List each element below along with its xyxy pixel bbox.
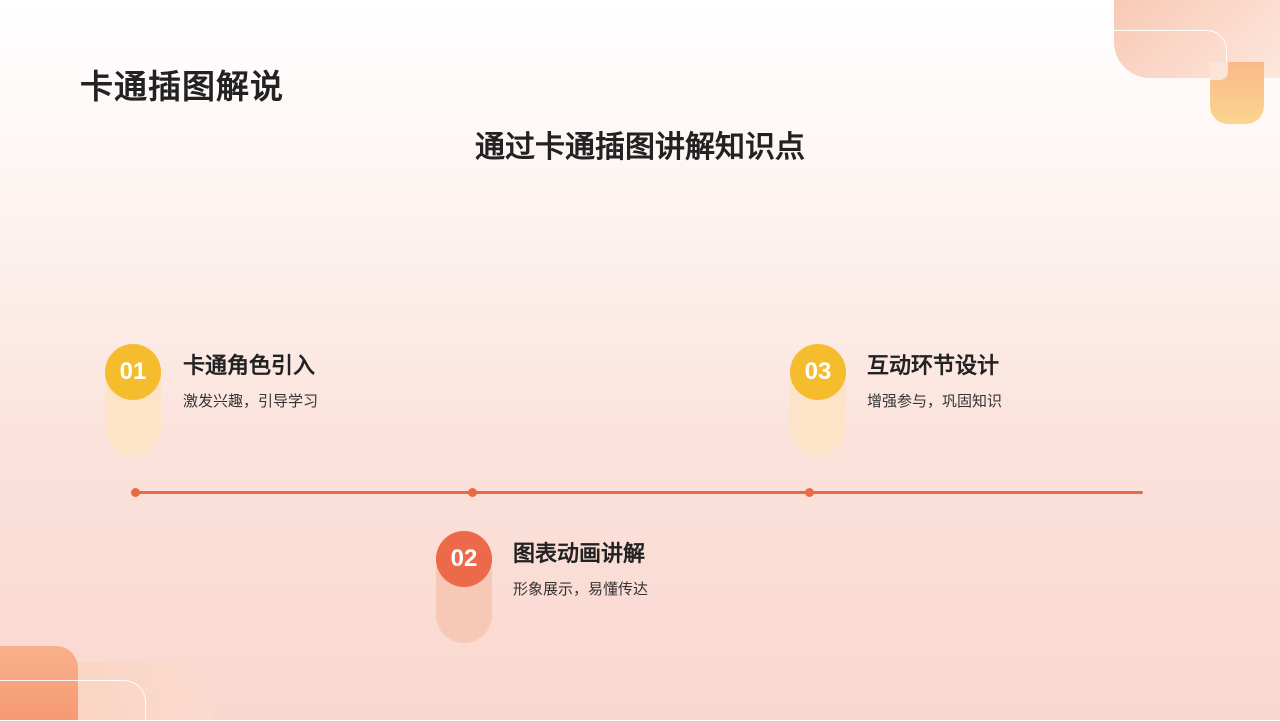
- corner-accent-top-right: [1210, 62, 1264, 124]
- step-number-badge: 03: [790, 344, 846, 400]
- step-description: 激发兴趣，引导学习: [183, 392, 319, 410]
- step-description: 增强参与，巩固知识: [867, 392, 1003, 410]
- corner-outline-top-right: [1114, 30, 1227, 81]
- page-subtitle: 通过卡通插图讲解知识点: [475, 130, 805, 165]
- corner-outline-bottom-left: [0, 680, 146, 721]
- page-title: 卡通插图解说: [80, 67, 284, 106]
- timeline-dot-start: [131, 488, 140, 497]
- step-number-badge: 01: [105, 344, 161, 400]
- timeline-dot-step-03: [805, 488, 814, 497]
- step-number-badge: 02: [436, 531, 492, 587]
- timeline-line: [135, 491, 1143, 494]
- timeline-dot-step-02: [468, 488, 477, 497]
- step-title: 卡通角色引入: [183, 354, 316, 379]
- step-title: 互动环节设计: [867, 354, 1000, 379]
- step-description: 形象展示，易懂传达: [513, 580, 649, 598]
- step-title: 图表动画讲解: [513, 542, 646, 567]
